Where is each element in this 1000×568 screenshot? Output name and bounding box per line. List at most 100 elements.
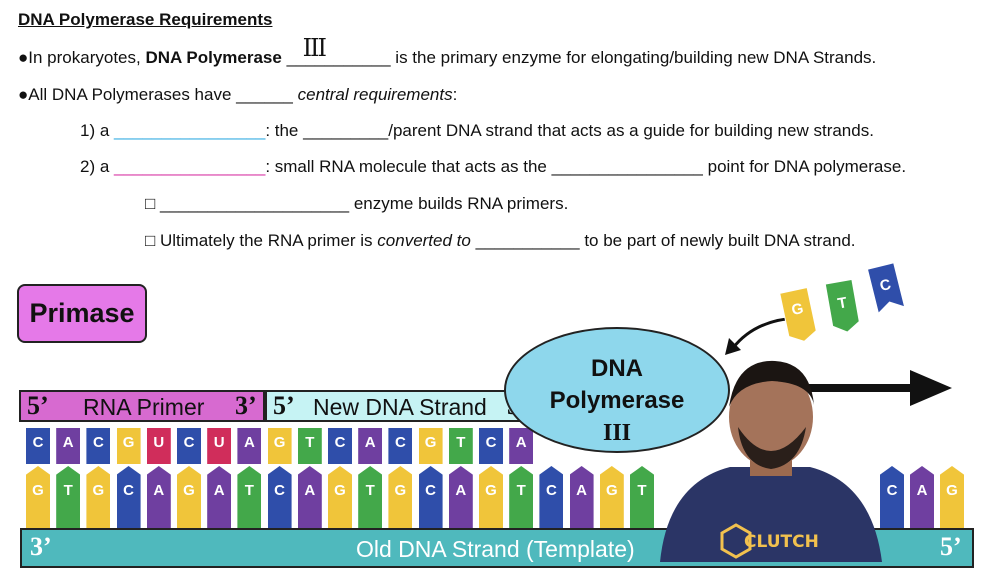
- nucleotide-letter: T: [637, 482, 647, 499]
- nucleotide-letter: U: [153, 434, 165, 451]
- rna-primer-bar: 5’ RNA Primer 3’: [19, 390, 265, 422]
- req2-blank: ________________: [114, 157, 266, 176]
- line1-post: is the primary enzyme for elongating/bui…: [390, 48, 877, 67]
- nucleotide-letter: T: [63, 482, 73, 499]
- checkbox-icon: □: [145, 194, 156, 213]
- nucleotide-letter: G: [273, 434, 286, 451]
- sub-point-1: □ ____________________ enzyme builds RNA…: [145, 194, 568, 214]
- nucleotide-letter: C: [334, 434, 346, 451]
- free-nucleotide-c: C: [868, 263, 904, 313]
- requirement-1: 1) a ________________: the _________/par…: [80, 121, 874, 141]
- nucleotide-g: G: [116, 428, 141, 464]
- nucleotide-a: A: [297, 466, 322, 528]
- nucleotide-c: C: [388, 428, 413, 464]
- nucleotide-a: A: [569, 466, 594, 528]
- nucleotide-c: C: [880, 466, 904, 528]
- req2-mid: : small RNA molecule that acts as the: [265, 157, 552, 176]
- free-nucleotide-g: G: [779, 286, 817, 342]
- line-requirements: ●All DNA Polymerases have ______ central…: [18, 85, 457, 105]
- req1-mid: : the: [265, 121, 304, 140]
- checkbox-icon: □: [145, 231, 156, 250]
- nucleotide-letter: C: [886, 482, 898, 499]
- nucleotide-letter: G: [394, 482, 407, 499]
- nucleotide-c: C: [177, 428, 201, 464]
- line1-bold: DNA Polymerase: [145, 48, 282, 67]
- dna-polymerase-enzyme: DNA Polymerase III: [504, 327, 730, 453]
- nucleotide-letter: C: [274, 482, 286, 499]
- nucleotide-letter: A: [916, 482, 928, 499]
- sub2-pre: Ultimately the RNA primer is: [155, 231, 378, 250]
- nucleotide-c: C: [418, 466, 443, 528]
- nucleotide-a: A: [910, 466, 934, 528]
- requirement-2: 2) a ________________: small RNA molecul…: [80, 157, 906, 177]
- nucleotide-letter: C: [485, 434, 497, 451]
- nucleotide-c: C: [86, 428, 111, 464]
- nucleotide-letter: G: [92, 482, 105, 499]
- nucleotide-a: A: [146, 466, 171, 528]
- nucleotide-letter: A: [62, 434, 74, 451]
- rna-primer-3prime: 3’: [235, 391, 257, 420]
- nucleotide-t: T: [448, 428, 473, 464]
- nucleotide-g: G: [940, 466, 964, 528]
- nucleotide-t: T: [630, 466, 654, 528]
- line1-blank: ___________III: [286, 34, 391, 67]
- new-strand-bar: 5’ New DNA Strand 3’: [265, 390, 537, 422]
- presenter-avatar: [660, 360, 882, 562]
- bullet: ●: [18, 85, 29, 104]
- page-title: DNA Polymerase Requirements: [18, 10, 273, 29]
- nucleotide-letter: G: [32, 482, 44, 499]
- req2-post: point for DNA polymerase.: [702, 157, 907, 176]
- polymerase-line2: Polymerase: [549, 387, 685, 414]
- svg-text:G: G: [790, 300, 805, 319]
- nucleotide-g: G: [86, 466, 111, 528]
- direction-arrow-icon: [780, 370, 952, 406]
- nucleotide-a: A: [448, 466, 473, 528]
- nucleotide-letter: G: [946, 482, 958, 499]
- sub1-blank: ____________________: [160, 194, 350, 213]
- req2-blank2: ________________: [551, 157, 703, 176]
- sub2-blank: ___________: [475, 231, 580, 250]
- new-strand-label: New DNA Strand: [313, 394, 487, 420]
- primase-label-box: Primase: [17, 284, 147, 343]
- nucleotide-letter: A: [153, 482, 165, 499]
- nucleotide-letter: A: [243, 434, 255, 451]
- nucleotide-a: A: [56, 428, 81, 464]
- nucleotide-g: G: [328, 466, 352, 528]
- old-strand-5prime: 5’: [940, 532, 962, 561]
- nucleotide-letter: C: [92, 434, 104, 451]
- nucleotide-u: U: [146, 428, 171, 464]
- rna-primer-label: RNA Primer: [83, 394, 205, 420]
- nucleotide-letter: T: [305, 434, 315, 451]
- line2-pre: All DNA Polymerases have: [28, 85, 237, 104]
- svg-text:T: T: [836, 294, 848, 312]
- nucleotide-letter: G: [605, 482, 618, 499]
- nucleotide-a: A: [207, 466, 232, 528]
- nucleotide-c: C: [539, 466, 564, 528]
- nucleotide-g: G: [388, 466, 413, 528]
- req1-blank2: _________: [303, 121, 389, 140]
- nucleotide-g: G: [26, 466, 50, 528]
- sub2-post: to be part of newly built DNA strand.: [579, 231, 856, 250]
- polymerase-line3: III: [602, 420, 632, 446]
- nucleotide-letter: T: [244, 482, 254, 499]
- nucleotide-a: A: [237, 428, 262, 464]
- nucleotide-letter: C: [394, 434, 406, 451]
- nucleotide-letter: T: [516, 482, 526, 499]
- nucleotide-c: C: [479, 428, 503, 464]
- nucleotide-letter: G: [485, 482, 497, 499]
- handwriting-III: III: [302, 34, 327, 62]
- nucleotide-c: C: [116, 466, 141, 528]
- nucleotide-letter: C: [545, 482, 557, 499]
- nucleotide-letter: A: [455, 482, 467, 499]
- nucleotide-g: G: [418, 428, 443, 464]
- line2-post: :: [452, 85, 458, 104]
- sub-point-2: □ Ultimately the RNA primer is converted…: [145, 231, 856, 251]
- nucleotide-letter: A: [515, 434, 527, 451]
- nucleotide-letter: A: [364, 434, 376, 451]
- nucleotide-c: C: [267, 466, 292, 528]
- new-strand-5prime: 5’: [273, 391, 295, 420]
- nucleotide-t: T: [358, 466, 383, 528]
- nucleotide-c: C: [328, 428, 352, 464]
- old-strand-3prime: 3’: [30, 532, 52, 561]
- line2-italic: central requirements: [297, 85, 453, 104]
